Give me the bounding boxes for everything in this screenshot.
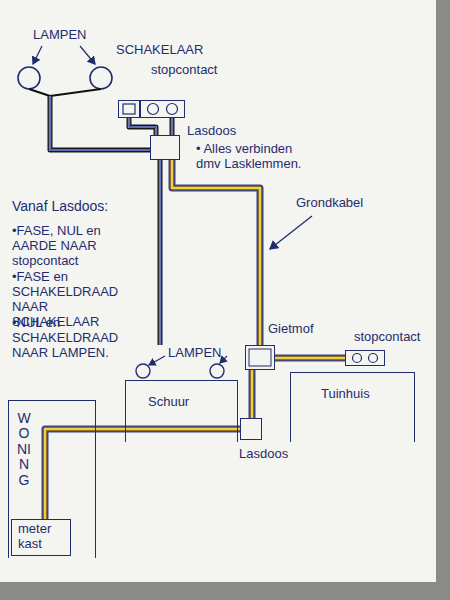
node-text: meter kast xyxy=(18,522,64,552)
socket-hole xyxy=(148,104,159,115)
connector-stroke xyxy=(45,429,240,519)
socket-hole xyxy=(369,354,378,363)
note-text: • Alles verbinden dmv Lasklemmen. xyxy=(196,142,314,172)
connector-stroke xyxy=(159,160,160,345)
node-text: SCHAKELAAR xyxy=(116,43,203,58)
note-bullet: •FASE, NUL en AARDE NAAR stopcontact xyxy=(12,224,130,269)
connector-stroke xyxy=(251,370,253,418)
wire-pair xyxy=(129,118,156,135)
connector-stroke xyxy=(129,118,156,135)
connector-stroke xyxy=(172,160,260,345)
ground-cable xyxy=(172,160,260,345)
junction-box: Lasdoos xyxy=(240,418,262,440)
node-text: Schuur xyxy=(148,395,189,410)
cable-label: Grondkabel xyxy=(296,196,363,211)
connector-stroke xyxy=(275,355,345,362)
lamp-symbol xyxy=(136,364,150,378)
connector-stroke xyxy=(275,357,345,359)
garden-house-outline: Tuinhuis xyxy=(290,372,415,442)
ground-cable xyxy=(275,358,345,359)
connector-stroke xyxy=(129,118,156,135)
ground-cable xyxy=(45,429,240,519)
sleeve-inner xyxy=(249,349,271,366)
cable-sleeve: Gietmof xyxy=(245,345,275,370)
junction-box: Lasdoos xyxy=(150,135,180,160)
connector-stroke xyxy=(50,96,150,150)
connector-stroke xyxy=(50,96,150,150)
socket-box: stopcontact xyxy=(345,350,385,366)
connector-stroke xyxy=(172,160,260,345)
leader-line xyxy=(33,46,42,64)
connector-stroke xyxy=(171,118,173,135)
node-text: stopcontact xyxy=(151,63,218,78)
switch-symbol xyxy=(123,104,135,114)
node-text: LAMPEN xyxy=(168,346,221,361)
node-text: Tuinhuis xyxy=(321,387,370,402)
socket-box: stopcontact xyxy=(140,100,185,118)
connector-stroke xyxy=(250,370,255,418)
leader-line xyxy=(149,356,165,365)
meter-box: meter kast xyxy=(11,519,71,556)
node-text: WONING xyxy=(17,411,31,488)
lamp-group: LAMPEN xyxy=(15,28,115,96)
connector-stroke xyxy=(158,160,163,345)
node-text: stopcontact xyxy=(354,330,421,345)
connector-stroke xyxy=(45,429,240,519)
node-text: Lasdoos xyxy=(239,447,288,462)
connector-stroke xyxy=(171,118,172,135)
socket-hole xyxy=(353,354,362,363)
connector-stroke xyxy=(45,429,240,519)
wire-pair xyxy=(160,160,161,345)
leader-arrow xyxy=(270,216,312,249)
house-outline: meter kast WONING xyxy=(8,400,96,558)
ground-cable xyxy=(252,370,253,418)
connector-stroke xyxy=(172,160,260,345)
lamp-group: LAMPEN xyxy=(135,345,225,378)
node-text: Gietmof xyxy=(268,322,314,337)
lamp-symbol xyxy=(210,364,224,378)
connector-stroke xyxy=(129,118,156,135)
wire-pair xyxy=(172,118,173,135)
lamp-symbol xyxy=(90,67,112,89)
shed-outline: Schuur xyxy=(125,380,238,442)
leader-line xyxy=(80,46,95,64)
switch-box: SCHAKELAAR xyxy=(118,100,140,118)
connector-stroke xyxy=(249,370,256,418)
note-bullet: •NUL en SCHAKELDRAAD NAAR LAMPEN. xyxy=(12,316,130,361)
connector-stroke xyxy=(50,96,150,150)
wire-pair xyxy=(50,96,150,150)
connector-stroke xyxy=(275,356,345,361)
socket-hole xyxy=(167,104,178,115)
lamp-symbol xyxy=(18,67,40,89)
connector-stroke xyxy=(159,160,161,345)
node-text: LAMPEN xyxy=(33,28,86,43)
lamp-wire xyxy=(29,89,101,96)
node-text: Lasdoos xyxy=(187,124,236,139)
connector-stroke xyxy=(170,118,175,135)
note-heading: Vanaf Lasdoos: xyxy=(12,198,108,214)
